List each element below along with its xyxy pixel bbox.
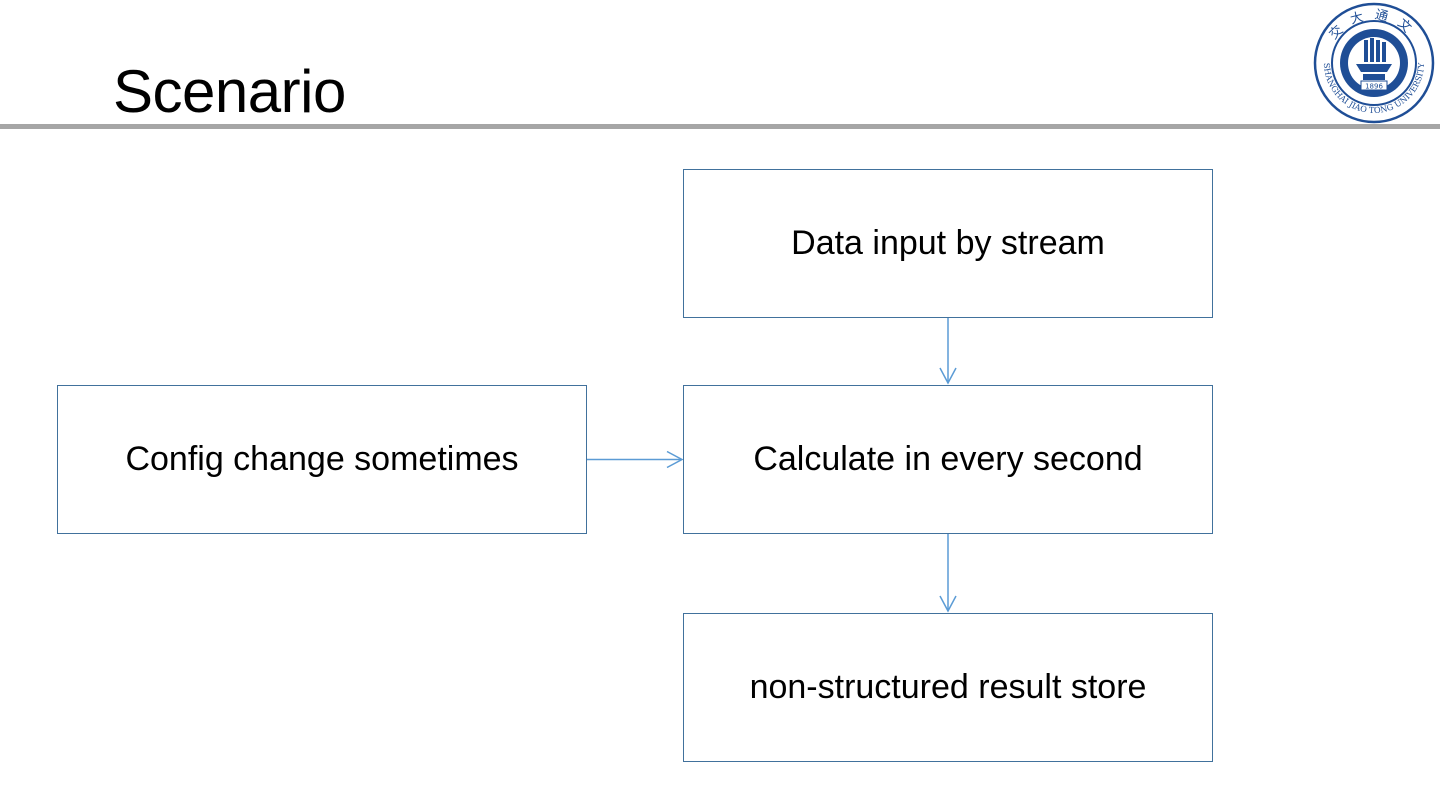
arrowhead-config-to-calculate bbox=[666, 450, 684, 469]
node-calculate: Calculate in every second bbox=[683, 385, 1213, 534]
node-calculate-label: Calculate in every second bbox=[753, 440, 1143, 478]
seal-gear-center bbox=[1348, 37, 1400, 89]
seal-year-box bbox=[1360, 80, 1388, 91]
seal-inner-ring bbox=[1331, 20, 1417, 106]
university-seal-icon: 1896 SHANGHAI JIAO TONG UNIVERSITY 交大通文 bbox=[1313, 2, 1435, 124]
node-result-store-label: non-structured result store bbox=[749, 668, 1147, 706]
arrowhead-calculate-to-store bbox=[939, 595, 957, 613]
node-config-change: Config change sometimes bbox=[57, 385, 587, 534]
arrowhead-input-to-calculate bbox=[939, 367, 957, 385]
title-divider bbox=[0, 124, 1440, 129]
node-data-input: Data input by stream bbox=[683, 169, 1213, 318]
slide-title: Scenario bbox=[113, 58, 346, 125]
node-data-input-label: Data input by stream bbox=[791, 224, 1105, 262]
seal-emblem bbox=[1356, 38, 1392, 80]
seal-year: 1896 bbox=[1365, 83, 1383, 91]
node-result-store: non-structured result store bbox=[683, 613, 1213, 762]
node-config-change-label: Config change sometimes bbox=[125, 440, 519, 478]
